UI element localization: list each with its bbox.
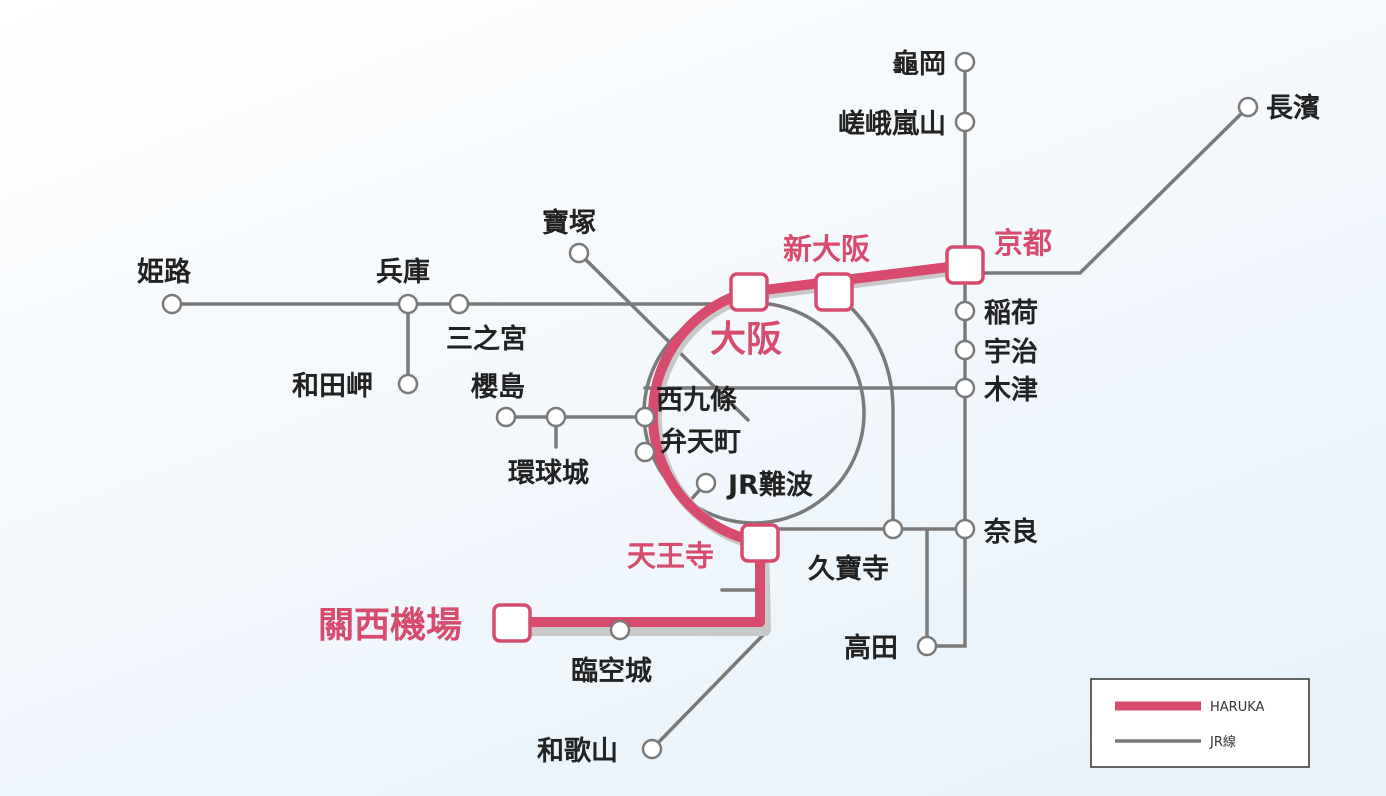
label-takada: 高田 (844, 632, 898, 664)
label-nagahama: 長濱 (1266, 93, 1320, 124)
station-dot-wakayama[interactable] (641, 738, 663, 760)
station-box-osaka[interactable] (729, 272, 769, 312)
haruka-segment-tennoji-airport (509, 537, 765, 627)
station-dot-rinku[interactable] (609, 619, 631, 641)
station-dot-saga-arashiyama[interactable] (954, 111, 976, 133)
jr-line-hanwa (650, 540, 768, 751)
label-jr-namba: JR難波 (726, 470, 814, 501)
legend-jr-label: JR線 (1209, 734, 1236, 750)
label-hyogo: 兵庫 (376, 257, 430, 288)
station-dot-jr-namba[interactable] (695, 472, 717, 494)
station-dot-kameoka[interactable] (954, 51, 976, 73)
haruka-segment-kyoto-osaka (743, 260, 970, 297)
station-dot-wadamisaki[interactable] (397, 373, 419, 395)
label-kizu: 木津 (983, 375, 1038, 406)
label-wakayama: 和歌山 (537, 736, 618, 767)
station-dot-takada[interactable] (916, 635, 938, 657)
jr-line-nagahama (963, 105, 1250, 275)
station-dot-uji[interactable] (954, 339, 976, 361)
station-dot-bentencho[interactable] (634, 441, 656, 463)
station-dot-nagahama[interactable] (1237, 96, 1259, 118)
label-bentencho: 弁天町 (660, 427, 741, 458)
major-stations (492, 245, 985, 643)
label-sakurajima: 櫻島 (470, 372, 525, 403)
station-dot-universal-city[interactable] (545, 406, 567, 428)
legend: HARUKA JR線 (1090, 678, 1310, 768)
label-nara: 奈良 (983, 516, 1038, 548)
station-dot-takarazuka[interactable] (568, 242, 590, 264)
station-dot-sannomiya[interactable] (448, 293, 470, 315)
station-dot-inari[interactable] (954, 300, 976, 322)
legend-haruka-label: HARUKA (1210, 700, 1265, 715)
label-sannomiya: 三之宮 (446, 323, 527, 355)
label-kyoto: 京都 (994, 226, 1052, 260)
station-box-shin-osaka[interactable] (814, 272, 854, 312)
label-inari: 稲荷 (984, 298, 1038, 329)
label-kameoka: 龜岡 (892, 49, 946, 80)
haruka-route (509, 260, 974, 636)
label-universal-city: 環球城 (508, 458, 589, 489)
jr-line-nara (925, 263, 967, 648)
station-box-kyoto[interactable] (945, 245, 985, 285)
label-kansai-airport: 關西機場 (318, 605, 462, 646)
label-tennoji: 天王寺 (627, 539, 714, 573)
station-box-tennoji[interactable] (740, 523, 780, 563)
station-box-kansai-airport[interactable] (492, 603, 532, 643)
station-dot-nara[interactable] (954, 518, 976, 540)
label-osaka: 大阪 (710, 319, 782, 360)
station-dot-nishikujo[interactable] (634, 406, 656, 428)
label-rinku: 臨空城 (571, 655, 652, 687)
minor-stations (161, 51, 1259, 760)
label-saga-arashiyama: 嵯峨嵐山 (838, 108, 946, 140)
station-dot-hyogo[interactable] (397, 293, 419, 315)
station-dot-kudara[interactable] (882, 518, 904, 540)
station-dot-himeji[interactable] (161, 293, 183, 315)
legend-box (1090, 678, 1310, 768)
label-shin-osaka: 新大阪 (783, 232, 870, 266)
label-wadamisaki: 和田岬 (292, 371, 373, 402)
label-kudara: 久寶寺 (808, 553, 889, 585)
label-takarazuka: 寶塚 (542, 207, 596, 239)
station-dot-kizu[interactable] (954, 377, 976, 399)
jr-line-takarazuka (577, 251, 750, 422)
station-labels: 龜岡 嵯峨嵐山 長濱 寶塚 姫路 兵庫 新大阪 京都 三之宮 大阪 稲荷 宇治 … (137, 49, 1320, 767)
station-dot-sakurajima[interactable] (495, 406, 517, 428)
label-uji: 宇治 (984, 337, 1038, 368)
label-himeji: 姫路 (137, 256, 192, 288)
label-nishikujo: 西九條 (656, 385, 737, 416)
